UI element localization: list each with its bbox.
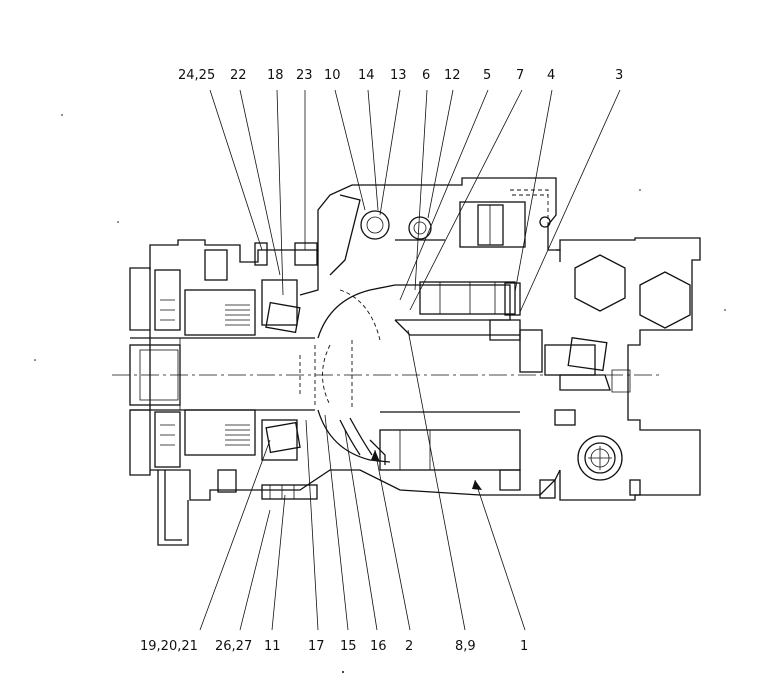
callout-4: 4 bbox=[547, 68, 555, 83]
left-brake-assembly bbox=[154, 242, 318, 500]
cylinder-block bbox=[369, 281, 521, 471]
callout-3: 3 bbox=[615, 68, 623, 83]
servo-piston-assembly bbox=[329, 189, 551, 276]
callout-2: 2 bbox=[405, 639, 413, 654]
hex-fittings bbox=[574, 254, 691, 496]
callout-26-27: 26,27 bbox=[215, 639, 252, 654]
callout-8-9: 8,9 bbox=[455, 639, 476, 654]
motor-housing-outline bbox=[129, 177, 701, 546]
callout-5: 5 bbox=[483, 68, 491, 83]
callout-7: 7 bbox=[516, 68, 524, 83]
callout-14: 14 bbox=[358, 68, 375, 83]
callout-12: 12 bbox=[444, 68, 461, 83]
callout-22: 22 bbox=[230, 68, 247, 83]
callout-13: 13 bbox=[390, 68, 407, 83]
swash-plate bbox=[299, 284, 396, 463]
callout-11: 11 bbox=[264, 639, 281, 654]
scan-marks bbox=[34, 114, 726, 673]
callout-17: 17 bbox=[308, 639, 325, 654]
callout-10: 10 bbox=[324, 68, 341, 83]
output-shaft bbox=[129, 337, 315, 411]
callout-18: 18 bbox=[267, 68, 284, 83]
leader-lines bbox=[199, 89, 621, 631]
valve-cover bbox=[489, 319, 631, 499]
callout-15: 15 bbox=[340, 639, 357, 654]
callout-19-20-21: 19,20,21 bbox=[140, 639, 198, 654]
callout-24-25: 24,25 bbox=[178, 68, 215, 83]
callout-16: 16 bbox=[370, 639, 387, 654]
callout-6: 6 bbox=[422, 68, 430, 83]
callouts-top: 24,25 22 18 23 10 14 13 6 12 5 7 4 3 bbox=[178, 68, 623, 83]
callout-1: 1 bbox=[520, 639, 528, 654]
callout-23: 23 bbox=[296, 68, 313, 83]
callouts-bottom: 19,20,21 26,27 11 17 15 16 2 8,9 1 bbox=[140, 639, 528, 654]
